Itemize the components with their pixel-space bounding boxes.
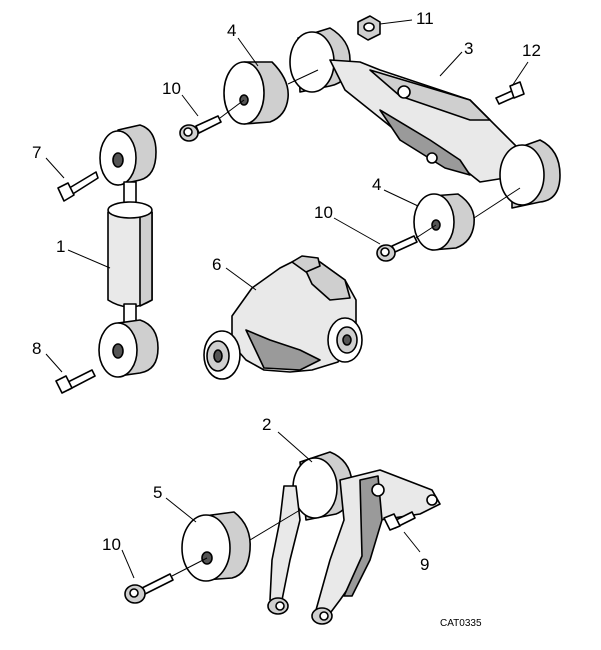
callout-label-9: 9 [420, 555, 429, 574]
callout-label-10-middle: 10 [314, 203, 333, 222]
callout-label-1: 1 [56, 237, 65, 256]
differential-unit [203, 255, 363, 380]
callout-label-11: 11 [416, 9, 434, 28]
bolt-10-upper [179, 115, 222, 142]
bolt-10-middle [376, 235, 418, 262]
callout-label-6: 6 [212, 255, 221, 274]
callout-label-10-lower: 10 [102, 535, 121, 554]
callout-label-7: 7 [32, 143, 41, 162]
callout-label-5: 5 [153, 483, 162, 502]
nut-11 [357, 15, 381, 41]
bolt-8 [55, 369, 96, 394]
bush-5 [181, 511, 251, 582]
leader-lines [45, 19, 529, 579]
bush-4-upper [223, 61, 289, 125]
bolt-9 [383, 511, 416, 531]
callout-label-4-upper: 4 [227, 21, 236, 40]
callout-label-10-upper: 10 [162, 79, 181, 98]
callout-label-12: 12 [522, 41, 541, 60]
catalog-code: CAT0335 [440, 618, 482, 629]
bolt-10-lower [124, 573, 174, 604]
bolt-12 [495, 81, 525, 105]
damper-assembly [98, 124, 159, 378]
mounting-bracket [267, 451, 441, 625]
bolt-7 [57, 171, 99, 202]
crossmember [289, 27, 561, 209]
callout-label-2: 2 [262, 415, 271, 434]
callout-labels: 1 2 3 4 4 5 6 7 8 9 10 10 10 11 12 CAT03… [32, 9, 541, 629]
bush-4-lower [413, 193, 475, 251]
callout-label-3: 3 [464, 39, 473, 58]
callout-label-8: 8 [32, 339, 41, 358]
callout-label-4-lower: 4 [372, 175, 381, 194]
